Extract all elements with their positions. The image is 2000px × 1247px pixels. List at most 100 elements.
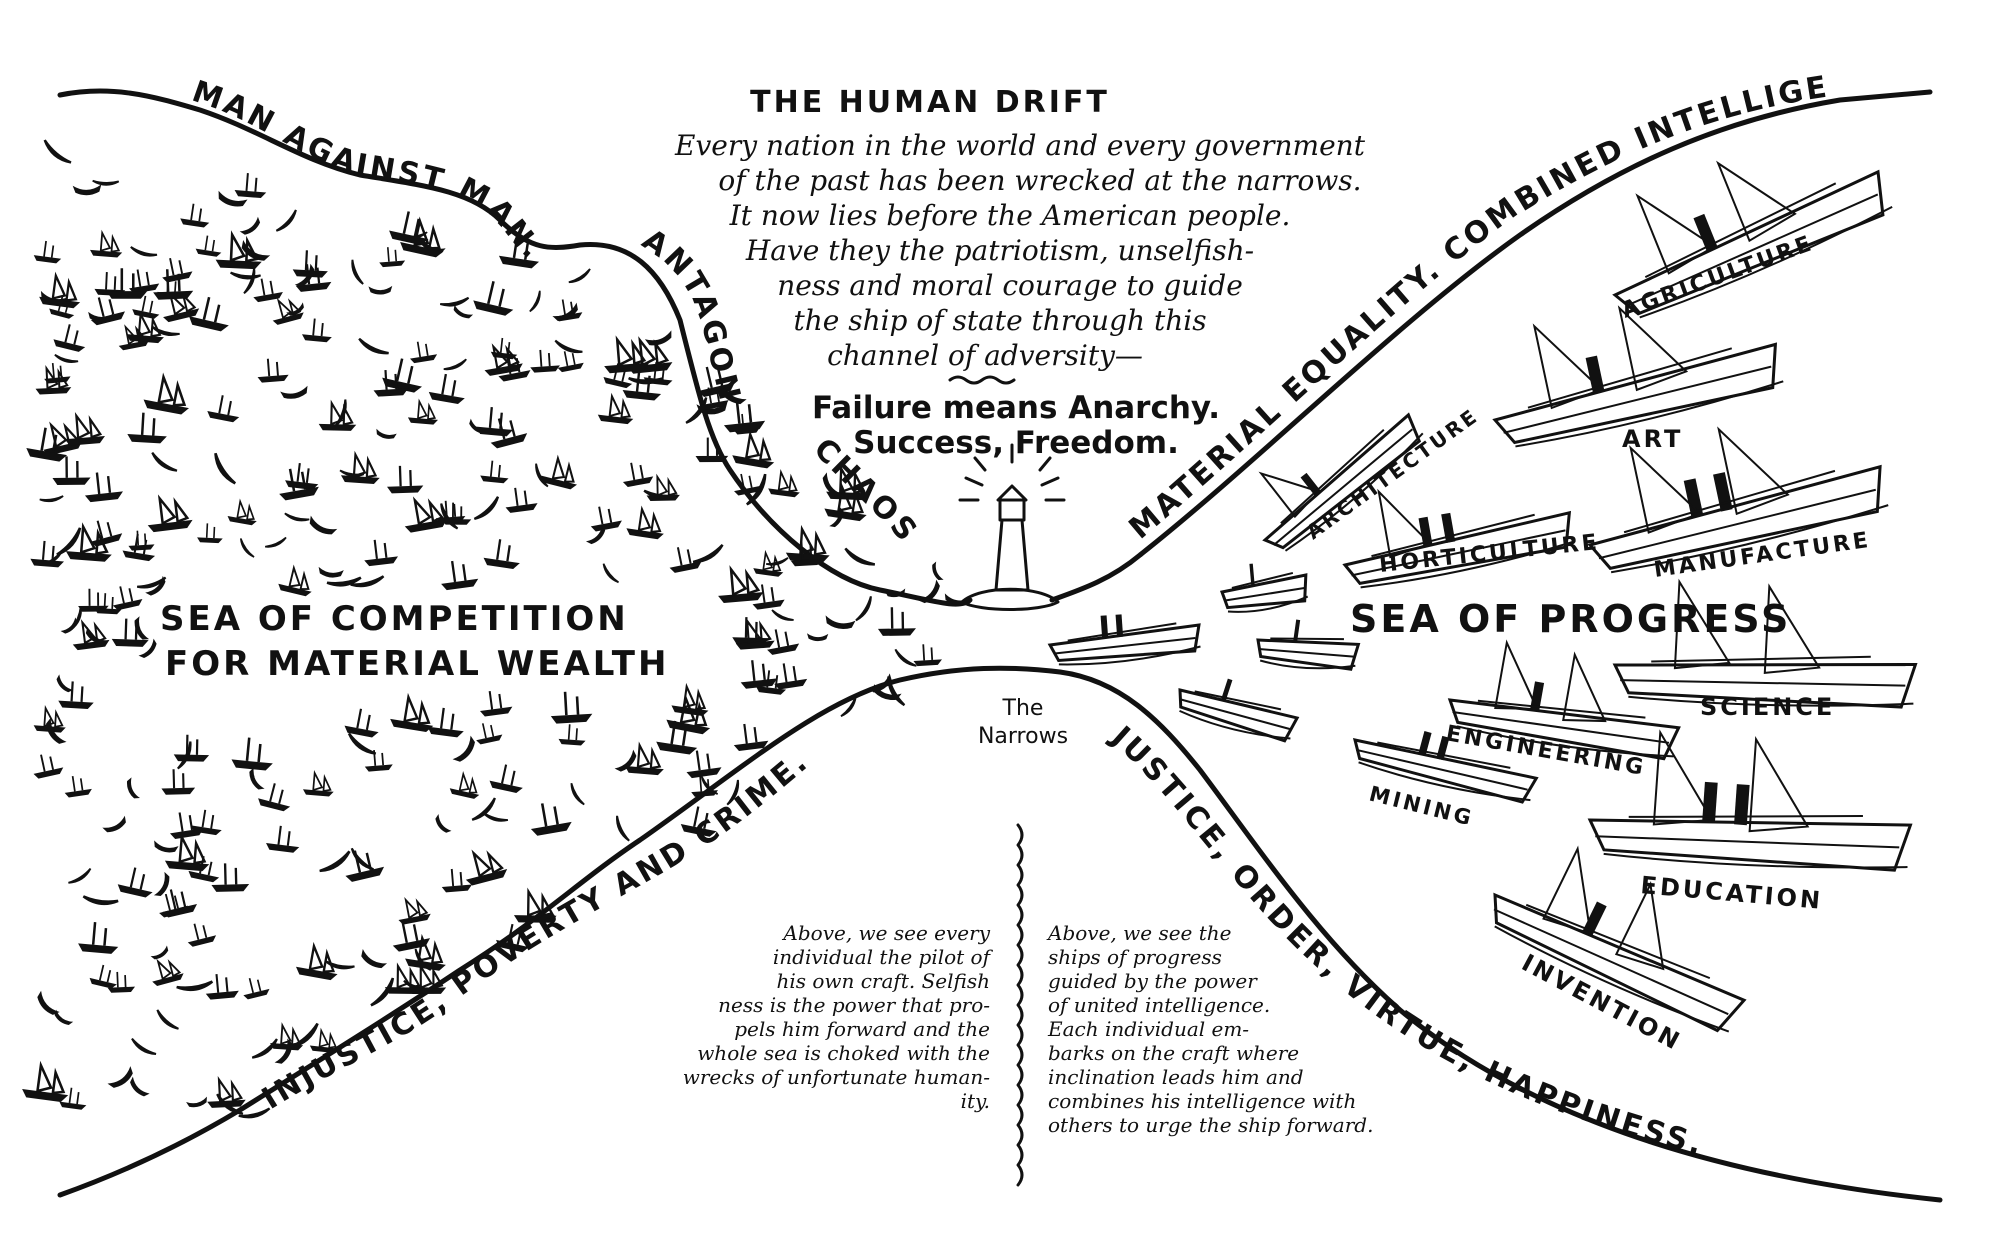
wreck-ship [686,750,722,779]
ship-label-agriculture: AGRICULTURE [1619,231,1818,324]
wreck-ship [295,264,332,292]
wreck-ship [449,770,480,799]
wreck-ship [530,803,572,836]
wreck-ship [529,290,541,313]
wreck-ship [218,190,248,207]
wreck-ship [696,402,728,415]
wreck-ship [85,626,109,645]
wreck-ship [427,707,464,738]
wreck-ship [700,776,719,795]
wreck-ship [602,563,619,584]
wreck-ship [130,246,158,257]
wreck-ship [490,337,518,360]
wreck-ship [364,539,398,567]
wreck-ship [43,139,72,164]
wreck-ship [666,693,711,735]
wreck-ship [498,355,531,382]
progress-ship [1047,614,1201,666]
wreck-ship [358,337,389,355]
caption-left-line: pels him forward and the [734,1017,990,1041]
ship-label-education: EDUCATION [1639,871,1824,915]
wreck-ship [347,732,377,755]
wreck-ship [498,235,540,269]
wreck-ship [132,295,160,319]
wreck-ship [480,460,509,484]
wreck-ship [216,1093,244,1115]
wreck-ship [153,871,170,896]
caption-right-line: guided by the power [1048,969,1258,993]
motto-line-1: Failure means Anarchy. [812,390,1220,426]
wreck-ship [390,692,434,733]
center-divider [1016,823,1024,1187]
wreck-ship [40,290,68,305]
caption-right-line: Above, we see the [1046,921,1232,945]
wreck-ship [52,456,91,486]
wreck-ship [626,505,664,540]
wreck-ship [169,812,204,840]
wreck-ship [505,487,538,513]
wreck-ship [669,547,702,573]
wreck-ship [476,723,503,745]
wreck-ship [370,977,395,1007]
wreck-ship [229,271,262,280]
wreck-ship [469,418,488,434]
wreck-ship [441,560,479,591]
wreck-ship [344,708,379,738]
wreck-ship [829,506,844,528]
wreck-ship [597,392,634,425]
wreck-ship [195,235,222,257]
wreck-ship [825,615,856,629]
wreck-ship [241,240,271,261]
wreck-ship [164,832,210,872]
intro-line: It now lies before the American people. [729,199,1291,232]
wreck-ship [243,267,256,295]
wreck-ship [180,203,210,228]
wreck-ship [266,825,300,853]
wreck-ship [309,1027,339,1054]
caption-left-line: wrecks of unfortunate human- [683,1065,991,1089]
lighthouse-island [960,587,1060,611]
intro-line: channel of adversity— [827,339,1143,372]
caption-left-line: ity. [961,1089,990,1113]
wreck-ship [932,561,944,581]
wreck-ship [844,547,876,566]
wreck-ship [407,398,438,425]
wreck-ship [435,814,452,833]
wreck-ship [68,867,92,884]
wreck-ship [404,496,448,533]
wreck-ship [231,737,273,771]
wreck-ship [56,527,82,556]
wreck-ship [274,1038,293,1064]
wreck-ship [136,576,167,589]
wreck-ship [452,735,475,762]
wreck-ship [465,849,508,886]
wreck-ship [767,629,800,655]
wreck-ship [90,520,123,547]
wreck-ship [604,335,650,374]
wreck-ship [295,941,338,981]
wreck-ship [734,473,761,496]
wreck-ship [152,958,184,986]
wreck-ship [151,325,180,337]
wreck-ship [64,412,105,446]
wreck-ship [692,544,724,564]
wreck-ship [414,948,432,971]
wreck-ship [855,596,872,622]
caption-right-line: others to urge the ship forward. [1048,1113,1373,1137]
wreck-ship [22,1060,69,1102]
wreck-ship [88,311,114,322]
progress-ship [1493,845,1747,1033]
wreck-ship [443,358,467,371]
wreck-ship [122,534,156,562]
wreck-ship [806,633,829,642]
sea-left-line-2: FOR MATERIAL WEALTH [165,644,669,684]
wreck-ship [143,372,189,415]
wreck-ship [187,923,217,947]
progress-ship [1612,578,1918,709]
wreck-ship [56,674,74,693]
wreck-ship [127,412,167,444]
wreck-ship [325,960,355,970]
wreck-ship [824,482,867,522]
wreck-ship [887,676,906,707]
